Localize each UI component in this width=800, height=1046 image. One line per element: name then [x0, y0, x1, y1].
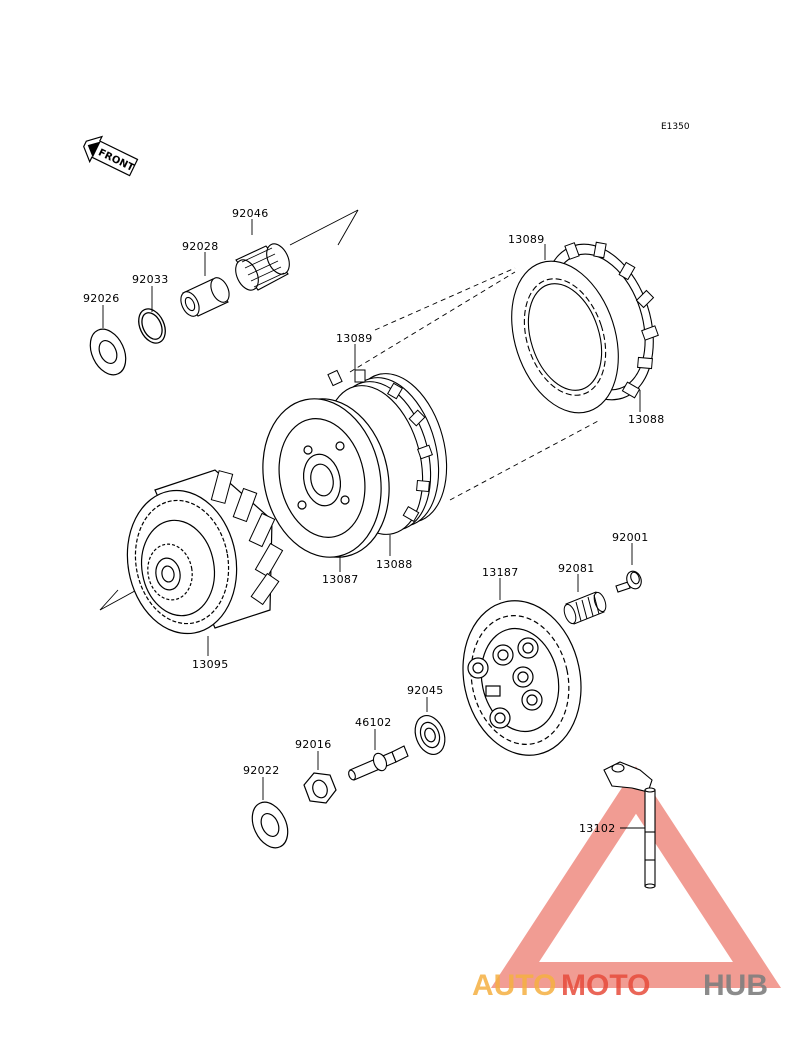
part-label-46102: 46102: [355, 716, 392, 729]
part-label-92033: 92033: [132, 273, 169, 286]
clutch-housing-13095: [126, 469, 284, 635]
part-label-92045: 92045: [407, 684, 444, 697]
part-label-13187: 13187: [482, 566, 519, 579]
steel-plate-13088-right: [511, 260, 619, 414]
part-label-13088-right: 13088: [628, 413, 665, 426]
front-arrow-icon: FRONT: [83, 135, 139, 177]
watermark-text: AUTO MOTO HUB: [472, 969, 768, 1002]
part-label-92016: 92016: [295, 738, 332, 751]
watermark-hub: HUB: [703, 969, 768, 1002]
part-label-13102: 13102: [579, 822, 616, 835]
needle-bearing-92046: [235, 243, 290, 291]
bolt-92001: [615, 570, 642, 593]
part-label-13088-middle: 13088: [376, 558, 413, 571]
part-label-92028: 92028: [182, 240, 219, 253]
circlip-92033: [138, 308, 166, 344]
sleeve-92028: [180, 277, 230, 317]
clutch-hub-13087: [262, 398, 390, 558]
watermark-moto: MOTO: [561, 969, 650, 1002]
watermark-logo: [490, 766, 782, 988]
push-rod-46102: [348, 745, 409, 781]
part-label-92001: 92001: [612, 531, 649, 544]
part-label-92022: 92022: [243, 764, 280, 777]
spring-92081: [563, 591, 607, 625]
leader-lines: [99, 209, 645, 829]
watermark-auto: AUTO: [472, 969, 556, 1002]
release-shaft-13102: [603, 761, 656, 889]
part-label-13087: 13087: [322, 573, 359, 586]
nut-92016: [303, 772, 337, 804]
ball-bearing-92045: [414, 715, 446, 755]
part-label-92081: 92081: [558, 562, 595, 575]
pressure-plate-13187: [462, 600, 582, 756]
part-label-92026: 92026: [83, 292, 120, 305]
part-label-13095: 13095: [192, 658, 229, 671]
part-label-92046: 92046: [232, 207, 269, 220]
washer-92022: [251, 801, 289, 849]
diagram-code: E1350: [661, 122, 690, 132]
washer-92026: [89, 328, 127, 376]
part-label-13089-right: 13089: [508, 233, 545, 246]
part-label-13089-middle: 13089: [336, 332, 373, 345]
